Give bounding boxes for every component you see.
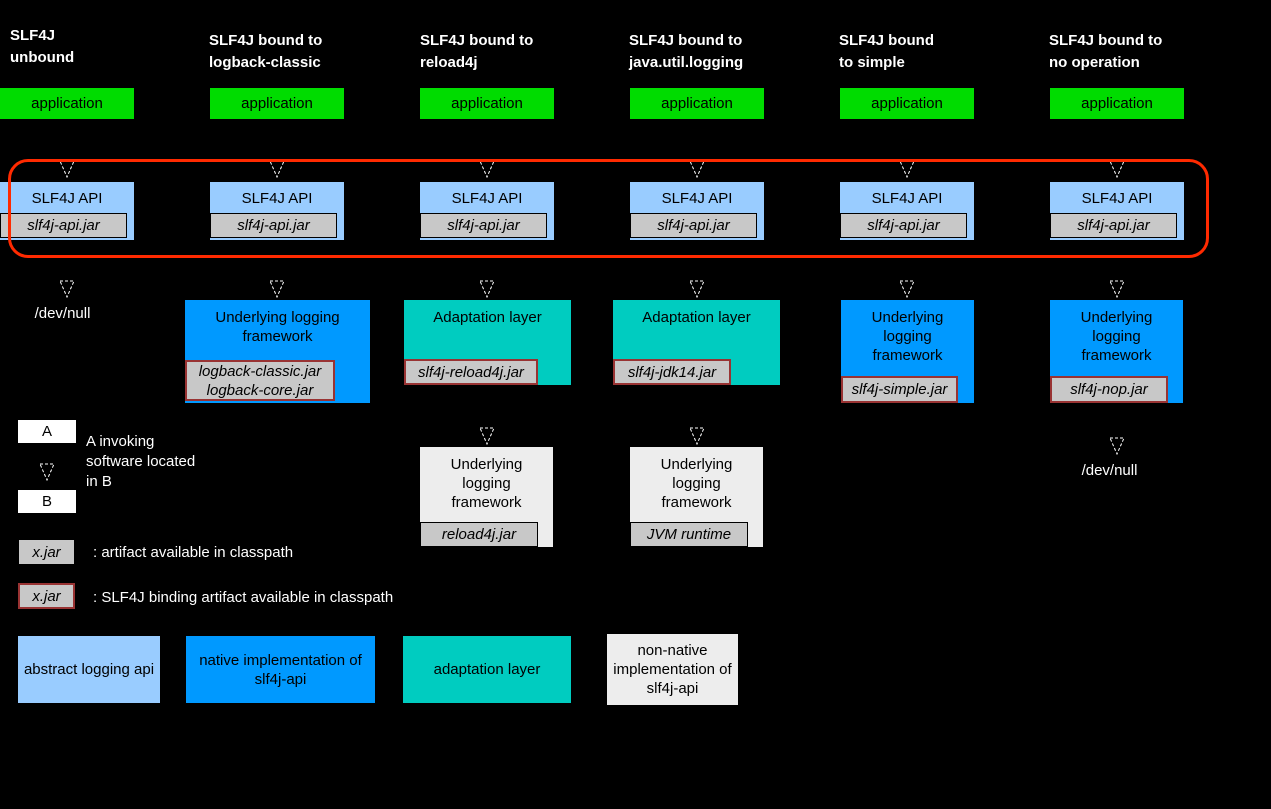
underlying-framework-box-nop: Underlying logging framework slf4j-nop.j…	[1050, 300, 1183, 403]
slf4j-api-jar: slf4j-api.jar	[210, 213, 337, 238]
column-header-simple: SLF4J bound to simple	[839, 32, 934, 71]
slf4j-simple-jar: slf4j-simple.jar	[841, 376, 958, 403]
adaptation-layer-box-reload4j: Adaptation layer slf4j-reload4j.jar	[404, 300, 571, 385]
application-box: application	[840, 88, 974, 119]
jar-line: logback-core.jar	[206, 381, 314, 399]
devnull-label: /dev/null	[1081, 462, 1138, 479]
down-arrow-icon	[1109, 437, 1125, 455]
down-arrow-icon	[59, 280, 75, 298]
underlying-framework-label: Underlying logging framework	[215, 309, 340, 345]
down-arrow-icon	[689, 427, 705, 445]
legend-a-box: A	[18, 420, 76, 443]
slf4j-api-box: SLF4J API slf4j-api.jar	[420, 182, 554, 240]
down-arrow-icon	[899, 280, 915, 298]
slf4j-api-label: SLF4J API	[1081, 190, 1153, 207]
application-box: application	[630, 88, 764, 119]
application-box: application	[210, 88, 344, 119]
down-arrow-icon	[1109, 160, 1125, 178]
jar-line: logback-classic.jar	[198, 362, 322, 380]
underlying-framework-box-logback: Underlying logging framework logback-cla…	[185, 300, 370, 403]
column-header-logback: SLF4J bound to logback-classic	[209, 32, 323, 71]
column-header-reload4j: SLF4J bound to reload4j	[420, 32, 534, 71]
reload4j-jar: reload4j.jar	[420, 522, 538, 547]
slf4j-api-box: SLF4J API slf4j-api.jar	[210, 182, 344, 240]
down-arrow-icon	[39, 463, 55, 481]
column-header-unbound: SLF4J unbound	[10, 27, 75, 66]
underlying-framework-box-jvm: Underlying logging framework JVM runtime	[630, 447, 763, 547]
slf4j-api-jar: slf4j-api.jar	[840, 213, 967, 238]
adaptation-layer-label: Adaptation layer	[433, 309, 542, 326]
slf4j-reload4j-jar: slf4j-reload4j.jar	[404, 359, 538, 385]
legend-binding-jar-sample: x.jar	[18, 583, 75, 609]
slf4j-nop-jar: slf4j-nop.jar	[1050, 376, 1168, 403]
jvm-runtime-box: JVM runtime	[630, 522, 748, 547]
slf4j-api-jar: slf4j-api.jar	[420, 213, 547, 238]
application-box: application	[420, 88, 554, 119]
slf4j-api-label: SLF4J API	[31, 190, 103, 207]
slf4j-api-box: SLF4J API slf4j-api.jar	[0, 182, 134, 240]
slf4j-jdk14-jar: slf4j-jdk14.jar	[613, 359, 731, 385]
down-arrow-icon	[479, 427, 495, 445]
down-arrow-icon	[899, 160, 915, 178]
adaptation-layer-box-jul: Adaptation layer slf4j-jdk14.jar	[613, 300, 780, 385]
down-arrow-icon	[689, 280, 705, 298]
slf4j-api-box: SLF4J API slf4j-api.jar	[840, 182, 974, 240]
underlying-framework-label: Underlying logging framework	[660, 456, 733, 511]
slf4j-api-jar: slf4j-api.jar	[630, 213, 757, 238]
slf4j-api-label: SLF4J API	[451, 190, 523, 207]
down-arrow-icon	[479, 280, 495, 298]
legend-jar-sample: x.jar	[18, 539, 75, 565]
underlying-framework-label: Underlying logging framework	[450, 456, 523, 511]
legend-binding-jar-text: : SLF4J binding artifact available in cl…	[93, 589, 394, 606]
api-row-highlight-frame	[8, 159, 1209, 258]
column-header-nop: SLF4J bound to no operation	[1049, 32, 1163, 71]
legend-ab-text: A invoking software located in B	[86, 433, 196, 490]
devnull-label: /dev/null	[34, 305, 91, 322]
slf4j-api-box: SLF4J API slf4j-api.jar	[1050, 182, 1184, 240]
down-arrow-icon	[269, 280, 285, 298]
application-box: application	[1050, 88, 1184, 119]
underlying-framework-box-reload4j: Underlying logging framework reload4j.ja…	[420, 447, 553, 547]
down-arrow-icon	[479, 160, 495, 178]
logback-jars: logback-classic.jar logback-core.jar	[185, 360, 335, 401]
slf4j-api-box: SLF4J API slf4j-api.jar	[630, 182, 764, 240]
legend-jar-text: : artifact available in classpath	[93, 544, 294, 561]
underlying-framework-box-simple: Underlying logging framework slf4j-simpl…	[841, 300, 974, 403]
legend-abstract-api-box: abstract logging api	[18, 636, 160, 703]
down-arrow-icon	[59, 160, 75, 178]
application-box: application	[0, 88, 134, 119]
legend-non-native-impl-box: non-native implementation of slf4j-api	[607, 634, 738, 705]
slf4j-api-label: SLF4J API	[241, 190, 313, 207]
legend-b-box: B	[18, 490, 76, 513]
column-header-jul: SLF4J bound to java.util.logging	[629, 32, 744, 71]
slf4j-api-jar: slf4j-api.jar	[0, 213, 127, 238]
adaptation-layer-label: Adaptation layer	[642, 309, 751, 326]
down-arrow-icon	[1109, 280, 1125, 298]
legend-adaptation-layer-box: adaptation layer	[403, 636, 571, 703]
down-arrow-icon	[269, 160, 285, 178]
slf4j-api-label: SLF4J API	[871, 190, 943, 207]
slf4j-api-jar: slf4j-api.jar	[1050, 213, 1177, 238]
underlying-framework-label: Underlying logging framework	[871, 309, 944, 364]
down-arrow-icon	[689, 160, 705, 178]
slf4j-api-label: SLF4J API	[661, 190, 733, 207]
legend-native-impl-box: native implementation of slf4j-api	[186, 636, 375, 703]
underlying-framework-label: Underlying logging framework	[1080, 309, 1153, 364]
